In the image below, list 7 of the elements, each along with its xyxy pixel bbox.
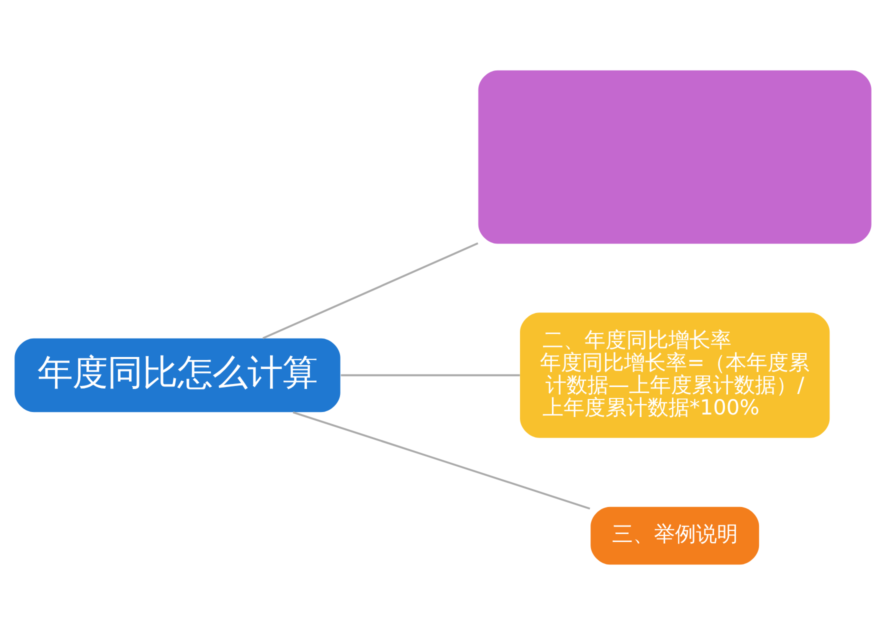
connector xyxy=(340,374,520,376)
node-box: 三、举例说明 xyxy=(590,506,760,564)
node-box xyxy=(478,70,872,244)
connector xyxy=(292,410,590,510)
node-box: 二、年度同比增长率 年度同比增长率=（本年度累计数据—上年度累计数据）/上年度累计数据*100% xyxy=(520,312,830,438)
connector xyxy=(262,242,478,339)
node-box: 年度同比怎么计算 xyxy=(14,338,340,412)
